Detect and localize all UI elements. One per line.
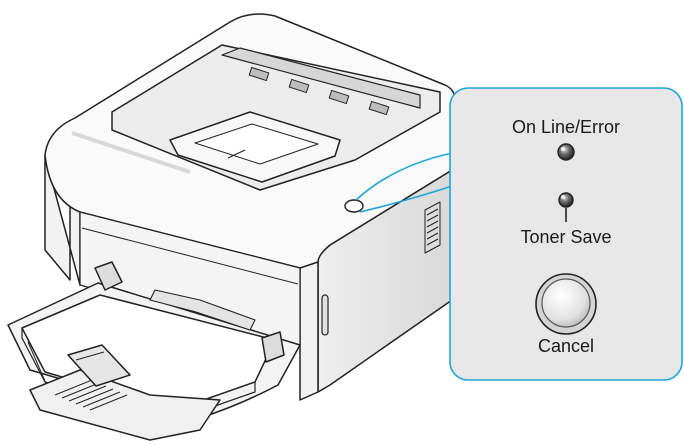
exit-rollers	[248, 66, 390, 116]
callout-leader-line-lower	[359, 184, 456, 213]
tray-center-bar	[149, 289, 256, 331]
tray-extension-ribs	[54, 379, 128, 411]
toner-save-label: Toner Save	[520, 227, 611, 247]
control-panel-background	[449, 87, 683, 381]
output-support-tab	[227, 149, 246, 159]
cover-highlight	[71, 131, 191, 174]
online-error-label: On Line/Error	[512, 117, 620, 137]
tray-right-guide	[261, 331, 285, 363]
length-guide	[67, 344, 131, 387]
cancel-label: Cancel	[538, 336, 594, 356]
printer-panel-button	[344, 199, 364, 213]
toner-save-led	[558, 192, 574, 222]
online-error-led	[557, 143, 575, 161]
paper-exit-slot	[221, 47, 421, 109]
output-support-inner	[194, 123, 319, 165]
printer-illustration	[7, 13, 456, 441]
tray-left-guide	[94, 261, 123, 291]
control-panel: On Line/Error Toner Save Cancel	[449, 87, 683, 381]
side-slot	[321, 294, 329, 336]
side-vent	[424, 201, 441, 254]
cancel-button[interactable]	[535, 273, 597, 335]
